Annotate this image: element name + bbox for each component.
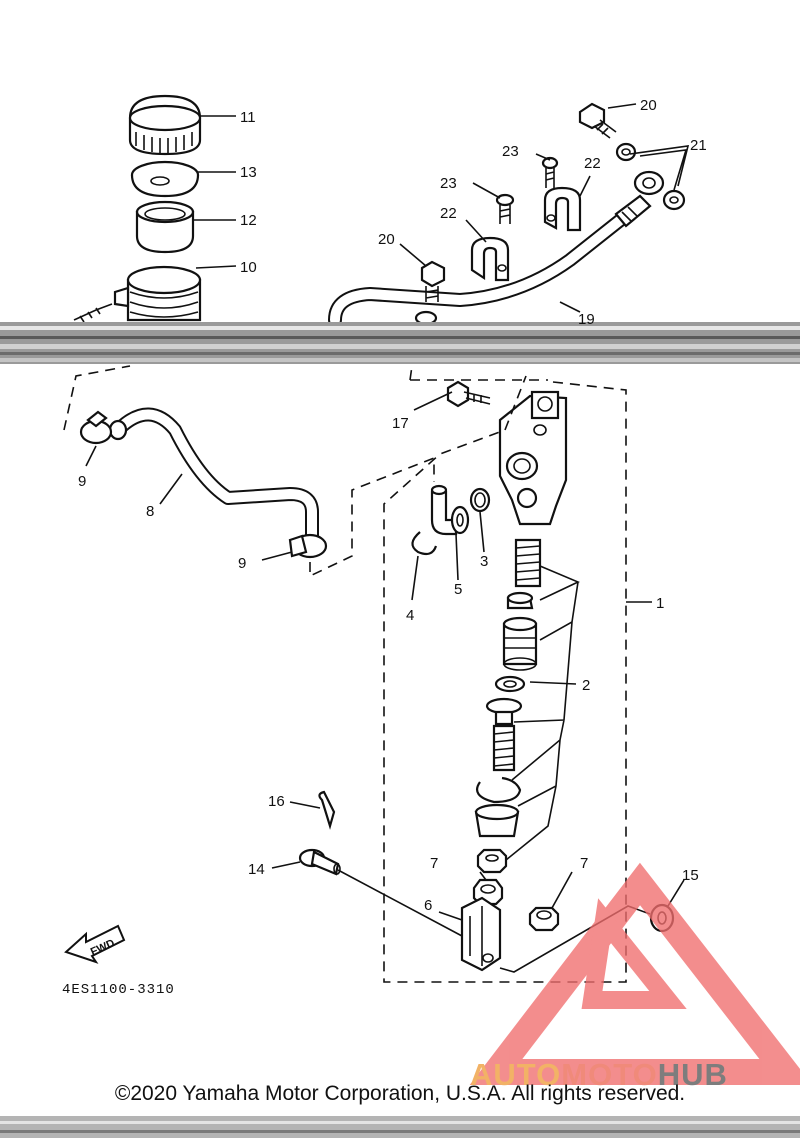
callout-13: 13 [240, 164, 257, 181]
reservoir-hose-8 [108, 407, 319, 543]
callout-10: 10 [240, 259, 257, 276]
assembly-outline-1 [63, 365, 627, 983]
clevis-6 [460, 896, 502, 972]
callout-7a: 7 [430, 855, 438, 872]
scan-noise-bottom [0, 1116, 800, 1138]
circlip-4 [411, 531, 438, 556]
pin-14 [298, 848, 341, 876]
diaphragm-12 [135, 200, 195, 254]
brand-moto: MOTO [561, 1057, 658, 1092]
hose-clamp-9b [288, 533, 328, 559]
callout-5: 5 [454, 581, 462, 598]
brand-hub: HUB [657, 1057, 728, 1092]
cup-primary [506, 591, 534, 610]
callout-8: 8 [146, 503, 154, 520]
callout-9b: 9 [238, 555, 246, 572]
callout-11: 11 [240, 109, 256, 126]
callout-20a: 20 [640, 97, 657, 114]
callout-1: 1 [656, 595, 664, 612]
callout-22a: 22 [584, 155, 601, 172]
callout-7b: 7 [580, 855, 588, 872]
copyright-notice: ©2020 Yamaha Motor Corporation, U.S.A. A… [114, 1082, 686, 1105]
callout-21: 21 [690, 137, 707, 154]
callout-17: 17 [392, 415, 409, 432]
callout-2: 2 [582, 677, 590, 694]
cotter-pin-16 [318, 790, 336, 830]
screw-23 [541, 156, 559, 188]
leader-lines [85, 103, 690, 973]
callout-20b: 20 [378, 231, 395, 248]
hose-holder-22 [543, 186, 582, 232]
master-cylinder-body [498, 390, 568, 526]
hose-holder-22b [470, 236, 510, 282]
nut-7b [528, 906, 560, 932]
spring [514, 538, 542, 588]
diaphragm-plate-13 [130, 160, 200, 198]
callout-9a: 9 [78, 473, 86, 490]
reservoir-cap-11 [128, 94, 202, 156]
scan-noise-band [0, 322, 800, 364]
push-rod [485, 697, 523, 772]
nut [476, 848, 508, 874]
hose-joint-5 [430, 484, 470, 536]
callout-15: 15 [682, 867, 699, 884]
brake-hose-19 [328, 170, 665, 327]
union-bolt-20b [414, 260, 446, 326]
callout-14: 14 [248, 861, 265, 878]
copper-washers-21 [615, 142, 686, 211]
brand-auto: AUTO [470, 1057, 562, 1092]
union-bolt-20 [578, 102, 617, 139]
callout-23b: 23 [440, 175, 457, 192]
watermark-brand: AUTOMOTOHUB [470, 1057, 728, 1093]
boot [474, 803, 520, 838]
callout-19: 19 [578, 311, 595, 328]
callout-22b: 22 [440, 205, 457, 222]
screw-23b [495, 193, 515, 224]
hose-clamp-9 [79, 410, 113, 445]
piston [502, 616, 538, 671]
callout-4: 4 [406, 607, 414, 624]
callout-23a: 23 [502, 143, 519, 160]
o-ring-3 [469, 487, 491, 513]
callout-12: 12 [240, 212, 257, 229]
callout-6: 6 [424, 897, 432, 914]
callout-16: 16 [268, 793, 285, 810]
cup-secondary [494, 675, 526, 693]
diagram-code: 4ES1100-3310 [62, 982, 175, 998]
reservoir-tank-10 [73, 265, 202, 323]
callout-labels: 11 13 12 10 20 23 22 21 23 22 20 19 17 9… [78, 97, 707, 914]
watermark-logo-icon [469, 862, 800, 1085]
callout-3: 3 [480, 553, 488, 570]
bolt-17 [446, 380, 491, 408]
circlip [476, 776, 522, 804]
forward-arrow-icon: FWD [64, 924, 126, 964]
